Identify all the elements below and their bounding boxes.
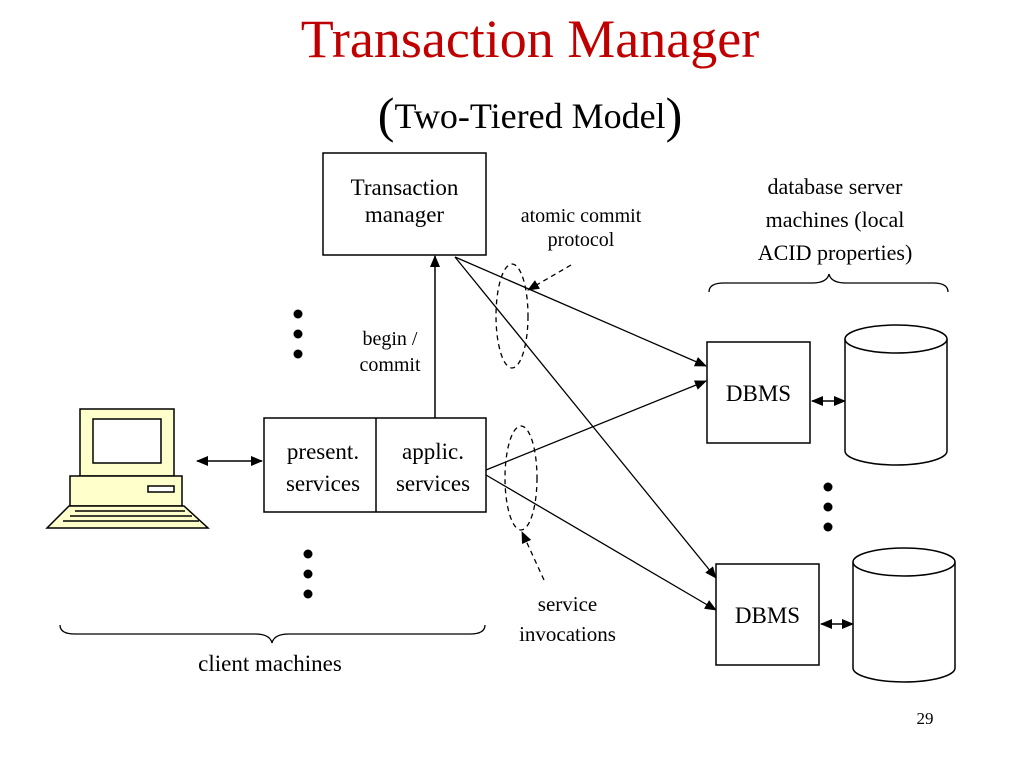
services-to-dbms-bottom-arrow (485, 474, 717, 611)
subtitle-text: Two-Tiered Model (394, 96, 666, 136)
dbms-more-dots (823, 482, 833, 532)
present-services-label: present. services (264, 436, 382, 500)
dbms-top-box (706, 341, 811, 444)
database-cylinder-top-icon (844, 324, 948, 466)
client-more-dots-top (293, 309, 303, 359)
tm-to-dbms-top-arrow (454, 256, 707, 367)
db-servers-brace (708, 273, 949, 293)
db-servers-line3: ACID properties) (757, 240, 913, 265)
dbms-top-label: DBMS (725, 381, 792, 406)
present-services-line1: present. (286, 439, 360, 464)
applic-services-line1: applic. (402, 439, 464, 464)
service-invocations-line2: invocations (519, 621, 616, 646)
atomic-commit-line1: atomic commit (520, 205, 642, 227)
db-servers-line2: machines (local (765, 207, 905, 232)
service-invocations-line1: service (537, 592, 598, 616)
tm-to-dbms-bottom-arrow (454, 256, 717, 579)
client-machines-brace (59, 624, 486, 644)
subtitle-close-paren: ) (665, 87, 683, 143)
dbms-bottom-label: DBMS (734, 603, 801, 628)
client-computer-icon (45, 408, 210, 529)
transaction-manager-line2: manager (364, 202, 445, 228)
client-more-dots-bottom (303, 549, 313, 599)
begin-commit-label: begin / commit (340, 326, 440, 379)
dbms-bottom-box (715, 563, 820, 666)
atomic-commit-ellipse (495, 263, 529, 369)
transaction-manager-line1: Transaction (350, 175, 459, 200)
slide-subtitle: (Two-Tiered Model) (0, 86, 1024, 144)
begin-commit-line1: begin / (362, 328, 418, 350)
transaction-manager-label: Transaction manager (323, 174, 486, 228)
service-invocations-label: service invocations (490, 590, 645, 650)
client-services-box (263, 417, 487, 513)
begin-commit-line2: commit (359, 354, 421, 377)
atomic-commit-pointer (527, 264, 572, 291)
services-to-dbms-top-arrow (485, 380, 707, 471)
applic-services-line2: services (395, 471, 471, 497)
page-number: 29 (916, 709, 934, 728)
db-servers-line1: database server (767, 174, 903, 199)
database-cylinder-bottom-icon (852, 547, 956, 683)
atomic-commit-label: atomic commit protocol (496, 205, 666, 252)
slide-title: Transaction Manager (300, 9, 760, 69)
applic-services-label: applic. services (376, 436, 490, 500)
db-servers-label: database server machines (local ACID pro… (720, 170, 950, 269)
subtitle-open-paren: ( (377, 87, 395, 143)
service-invocation-pointer (521, 531, 545, 581)
transaction-manager-box (322, 152, 487, 256)
present-services-line2: services (285, 471, 361, 497)
service-invocation-ellipse (504, 425, 538, 531)
client-machines-label: client machines (198, 651, 342, 676)
atomic-commit-line2: protocol (547, 228, 615, 251)
